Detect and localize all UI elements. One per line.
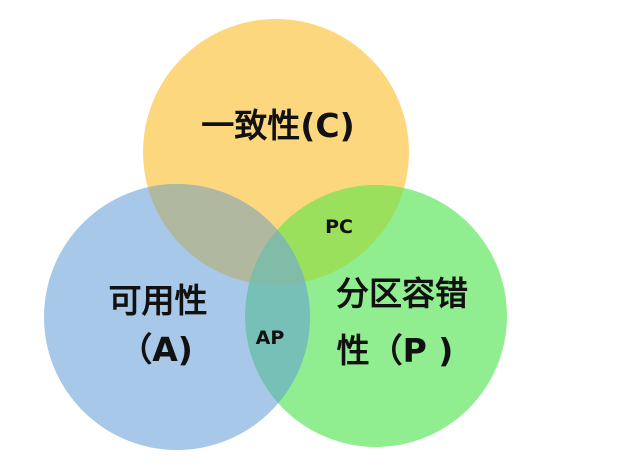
- availability-label-line2: （A): [119, 330, 193, 369]
- ap-label: AP: [256, 327, 285, 349]
- ca-overlap-region: [143, 184, 310, 285]
- consistency-label: 一致性(C): [201, 106, 354, 145]
- partition-label-line2: 性（P ): [337, 331, 454, 370]
- pc-overlap-region: [245, 185, 409, 285]
- pc-label: PC: [325, 216, 353, 238]
- availability-label-line1: 可用性: [109, 281, 208, 320]
- partition-label-line1: 分区容错: [336, 274, 468, 313]
